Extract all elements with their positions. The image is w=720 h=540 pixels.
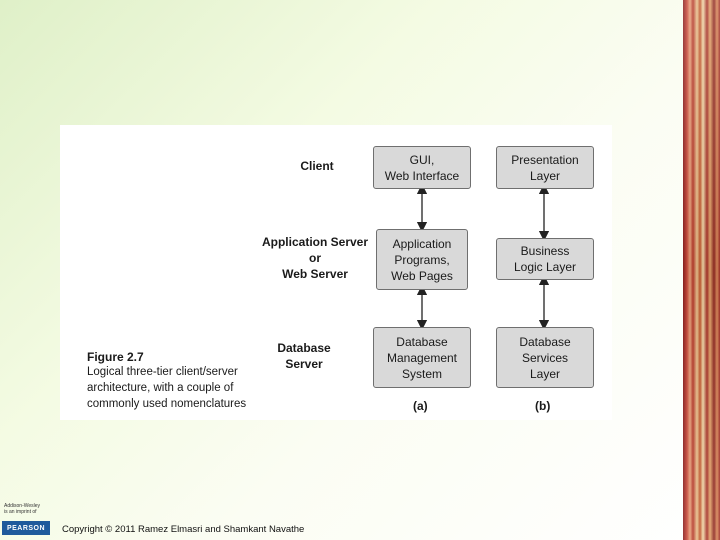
publisher-imprint-text: Addison-Wesley is an imprint of bbox=[4, 503, 41, 515]
architecture-figure: Client Application Server or Web Server … bbox=[60, 125, 612, 420]
figure-caption-line-1: Logical three-tier client/server bbox=[87, 366, 238, 378]
pearson-logo: PEARSON bbox=[2, 521, 50, 535]
arrows-layer bbox=[416, 183, 550, 331]
column-label-a: (a) bbox=[413, 399, 428, 413]
box-b-business-logic-layer: Business Logic Layer bbox=[496, 238, 594, 280]
figure-caption-line-2: architecture, with a couple of bbox=[87, 382, 234, 394]
row-label-client: Client bbox=[300, 159, 334, 173]
row-label-application-server: Application Server or Web Server bbox=[261, 235, 369, 281]
box-b-database-services-layer: Database Services Layer bbox=[496, 327, 594, 388]
box-b-presentation-layer: Presentation Layer bbox=[496, 146, 594, 189]
box-a-gui: GUI, Web Interface bbox=[373, 146, 471, 189]
row-label-database-server: Database Server bbox=[277, 341, 331, 371]
copyright-text: Copyright © 2011 Ramez Elmasri and Shamk… bbox=[62, 524, 305, 535]
column-label-b: (b) bbox=[535, 399, 551, 413]
figure-caption-title: Figure 2.7 bbox=[87, 350, 144, 364]
box-a-dbms: Database Management System bbox=[373, 327, 471, 388]
decorative-stripe-bar bbox=[683, 0, 720, 540]
box-a-application-programs: Application Programs, Web Pages bbox=[376, 229, 468, 290]
figure-caption-line-3: commonly used nomenclatures bbox=[87, 398, 247, 410]
